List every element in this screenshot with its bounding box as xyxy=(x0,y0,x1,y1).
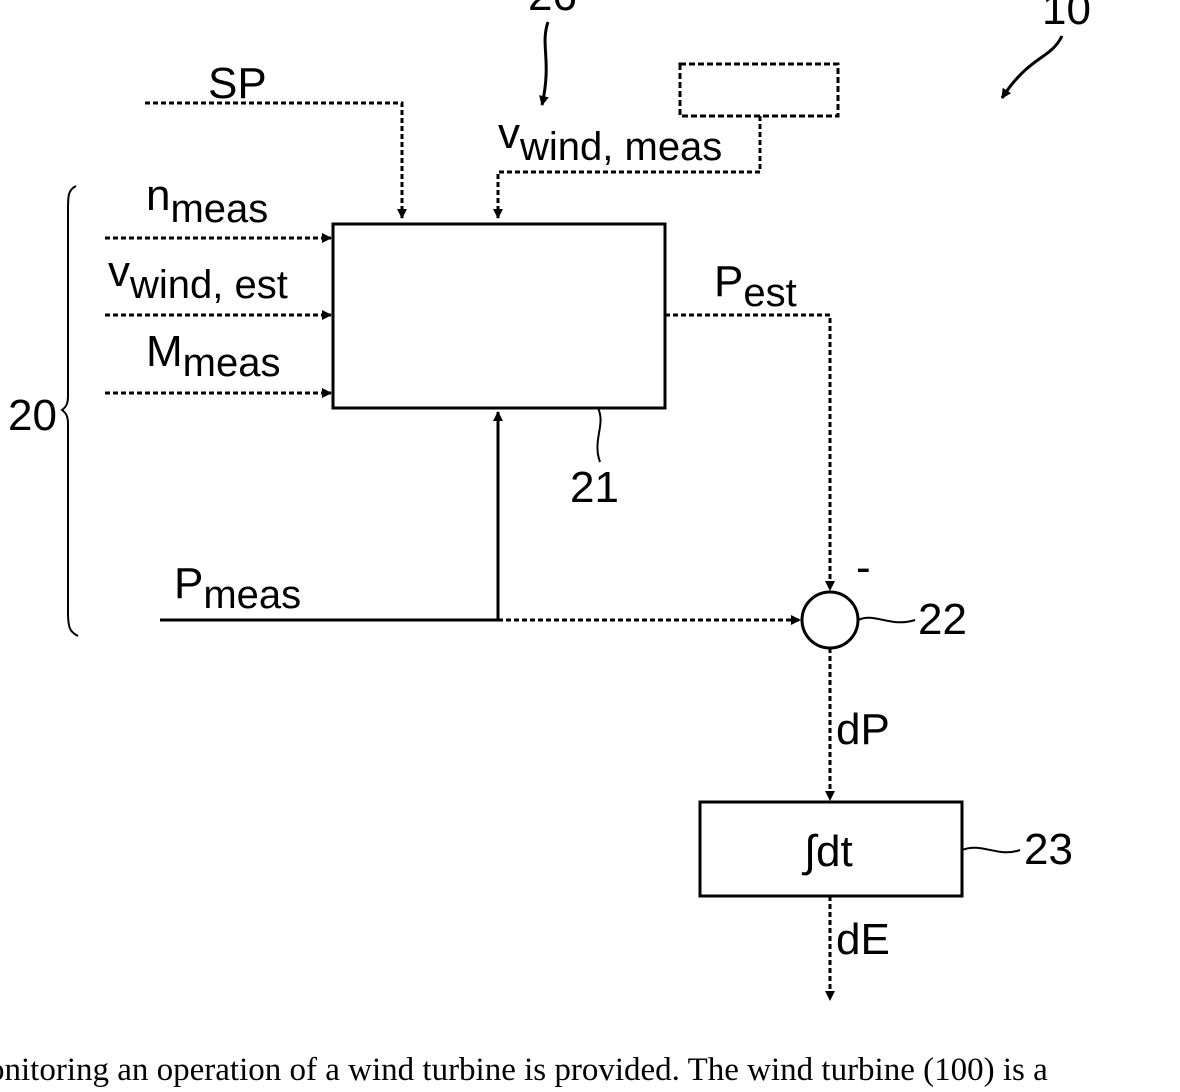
v-wind-meas-label: vwind, meas xyxy=(498,109,722,169)
summing-junction xyxy=(802,592,858,648)
reference-numeral-22: 22 xyxy=(918,595,967,644)
wind-sensor-box xyxy=(680,64,838,116)
caption-text: onitoring an operation of a wind turbine… xyxy=(0,1052,1180,1092)
reference-numeral-10: 10 xyxy=(1042,0,1091,34)
n-meas-label: nmeas xyxy=(146,171,268,231)
estimation-block xyxy=(333,224,665,408)
reference-26-leader xyxy=(542,22,548,105)
reference-23-leader xyxy=(962,848,1020,853)
minus-sign: - xyxy=(856,543,871,592)
sp-label: SP xyxy=(208,59,267,108)
p-est-label: Pest xyxy=(714,257,797,315)
m-meas-label: Mmeas xyxy=(146,327,280,385)
reference-21-leader xyxy=(597,408,600,462)
caption-line: onitoring an operation of a wind turbine… xyxy=(0,1052,1048,1089)
integrator-label: ∫dt xyxy=(801,827,853,876)
reference-numeral-21: 21 xyxy=(570,463,619,512)
block-diagram: SP 26 vwind, meas 10 20 nmeas vwind, est… xyxy=(0,0,1180,1050)
v-wind-est-label: vwind, est xyxy=(108,247,288,307)
reference-numeral-20: 20 xyxy=(8,391,57,440)
reference-numeral-26: 26 xyxy=(528,0,577,20)
reference-10-leader xyxy=(1002,36,1062,98)
de-label: dE xyxy=(836,915,890,964)
p-est-line xyxy=(665,315,830,590)
input-group-bracket xyxy=(62,186,78,636)
dp-label: dP xyxy=(836,705,890,754)
p-meas-label: Pmeas xyxy=(174,559,301,617)
reference-numeral-23: 23 xyxy=(1024,825,1073,874)
reference-22-leader xyxy=(858,618,915,623)
